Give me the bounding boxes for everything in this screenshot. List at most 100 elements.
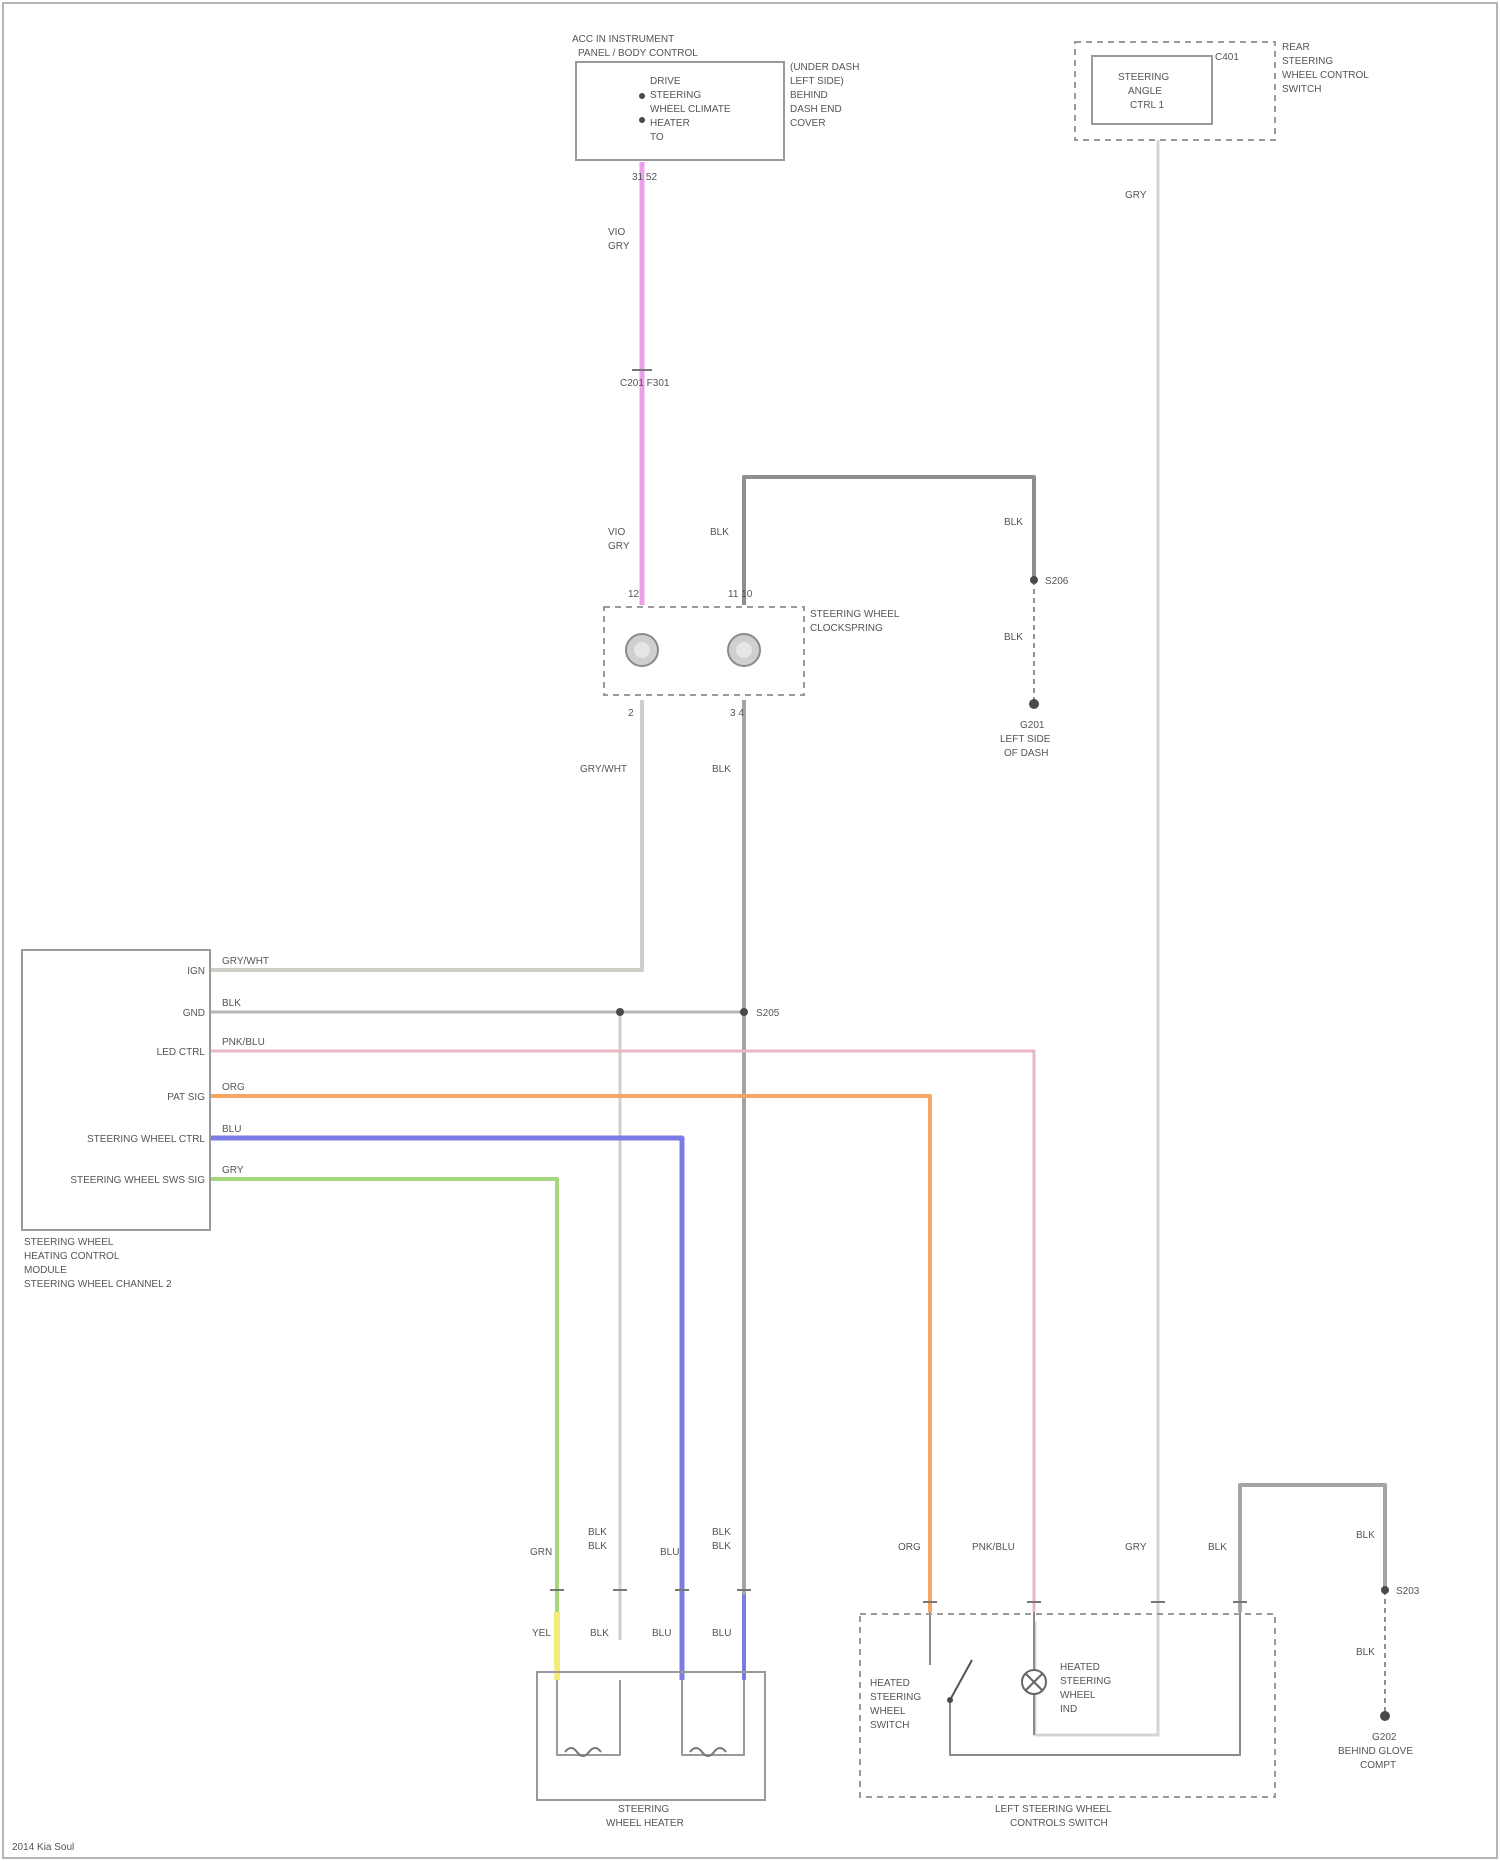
ground-g202-id: G202 bbox=[1372, 1732, 1397, 1743]
bottom-label-2: BLK bbox=[588, 1527, 607, 1538]
control-title-4: STEERING WHEEL CHANNEL 2 bbox=[24, 1279, 172, 1290]
heater-module: STEERING WHEEL HEATER bbox=[537, 1672, 765, 1829]
wires bbox=[210, 140, 1385, 1755]
splice-s206-label: S206 bbox=[1045, 576, 1069, 587]
bottom-label-6: PNK/BLU bbox=[972, 1542, 1015, 1553]
sensor-module: STEERING ANGLE CTRL 1 C401 REAR STEERING… bbox=[1075, 42, 1369, 201]
switch-pivot bbox=[947, 1697, 953, 1703]
connector-label: C201 F301 bbox=[620, 378, 670, 389]
heater-pin-3: BLU bbox=[652, 1628, 671, 1639]
switch-sw-label-4: SWITCH bbox=[870, 1720, 909, 1731]
bcm-connector-pins: 31 52 bbox=[632, 172, 657, 183]
control-pin-gnd: GND bbox=[183, 1008, 205, 1019]
sensor-inner-2: ANGLE bbox=[1128, 86, 1162, 97]
heater-pin-1: YEL bbox=[532, 1628, 551, 1639]
wire-heater-loop-2 bbox=[682, 1680, 744, 1755]
switch-sw-label-2: STEERING bbox=[870, 1692, 921, 1703]
ground-g202-desc-2: COMPT bbox=[1360, 1760, 1396, 1771]
wire-pat-sig bbox=[210, 1096, 930, 1612]
bcm-pin-2: STEERING bbox=[650, 90, 701, 101]
heater-pin-2: BLK bbox=[590, 1628, 609, 1639]
control-title-2: HEATING CONTROL bbox=[24, 1251, 120, 1262]
ground-g201-node bbox=[1029, 699, 1039, 709]
clockspring-pin-top-1: 12 bbox=[628, 589, 640, 600]
splice-s203-label: S203 bbox=[1396, 1586, 1420, 1597]
wire-right-blk bbox=[1240, 1485, 1385, 1612]
heater-title-2: WHEEL HEATER bbox=[606, 1818, 684, 1829]
ctrl-wire-label-5: BLU bbox=[222, 1124, 241, 1135]
ground-g201-desc-1: LEFT SIDE bbox=[1000, 734, 1051, 745]
wire-blk-ground bbox=[744, 477, 1034, 605]
lamp-label-1: HEATED bbox=[1060, 1662, 1100, 1673]
lamp-label-3: WHEEL bbox=[1060, 1690, 1096, 1701]
bcm-pin-4: HEATER bbox=[650, 118, 690, 129]
ground-g201: G201 LEFT SIDE OF DASH bbox=[1000, 699, 1051, 759]
bcm-title-2: PANEL / BODY CONTROL bbox=[578, 48, 698, 59]
wire-label-blk-below: BLK bbox=[712, 764, 731, 775]
ctrl-wire-label-2: BLK bbox=[222, 998, 241, 1009]
splice-s205 bbox=[740, 1008, 748, 1016]
wire-heater-loop-1 bbox=[557, 1680, 620, 1755]
lamp-label-2: STEERING bbox=[1060, 1676, 1111, 1687]
sensor-side-2: STEERING bbox=[1282, 56, 1333, 67]
bcm-pin-1: DRIVE bbox=[650, 76, 681, 87]
wire-label-pink-mid-2: GRY bbox=[608, 541, 630, 552]
bottom-label-7: GRY bbox=[1125, 1542, 1147, 1553]
wire-sws-sig bbox=[210, 1179, 557, 1612]
wire-gry-wht-top bbox=[210, 700, 642, 970]
wire-label-pink-mid-1: VIO bbox=[608, 527, 625, 538]
sensor-wire-label: GRY bbox=[1125, 190, 1147, 201]
wire-sensor-gry bbox=[1035, 140, 1158, 1735]
splice-s206 bbox=[1030, 576, 1038, 584]
clockspring-pin-bottom-1: 2 bbox=[628, 708, 634, 719]
control-pin-ign: IGN bbox=[187, 966, 205, 977]
clockspring-coil-1-inner bbox=[634, 642, 650, 658]
switch-title-1: LEFT STEERING WHEEL bbox=[995, 1804, 1112, 1815]
clockspring-pin-top-2: 11 10 bbox=[728, 589, 753, 600]
lamp-label-4: IND bbox=[1060, 1704, 1077, 1715]
wire-steering-ctrl bbox=[210, 1138, 682, 1680]
bcm-pin-3: WHEEL CLIMATE bbox=[650, 104, 731, 115]
bottom-label-8: BLK bbox=[1208, 1542, 1227, 1553]
bcm-pin-5: TO bbox=[650, 132, 664, 143]
ground-g201-desc-2: OF DASH bbox=[1004, 748, 1048, 759]
wire-label-pink-top-2: GRY bbox=[608, 241, 630, 252]
bcm-note-2: LEFT SIDE) bbox=[790, 76, 844, 87]
bcm-module: ACC IN INSTRUMENT PANEL / BODY CONTROL D… bbox=[572, 34, 859, 183]
clockspring-module: STEERING WHEEL CLOCKSPRING 12 11 10 2 3 … bbox=[604, 589, 900, 719]
control-pin-sws: STEERING WHEEL SWS SIG bbox=[70, 1175, 205, 1186]
control-pin-led: LED CTRL bbox=[157, 1047, 206, 1058]
switch-contact bbox=[950, 1660, 972, 1700]
bcm-note-5: COVER bbox=[790, 118, 826, 129]
heater-pin-4: BLU bbox=[712, 1628, 731, 1639]
bcm-node-1 bbox=[639, 93, 645, 99]
splice-s205-label: S205 bbox=[756, 1008, 780, 1019]
right-blk-label-2: BLK bbox=[1356, 1647, 1375, 1658]
right-blk-label-1: BLK bbox=[1356, 1530, 1375, 1541]
bottom-label-4: BLK bbox=[712, 1527, 731, 1538]
ground-g202-desc-1: BEHIND GLOVE bbox=[1338, 1746, 1413, 1757]
bottom2-label-1: BLK bbox=[588, 1541, 607, 1552]
bottom-label-5: ORG bbox=[898, 1542, 921, 1553]
wire-label-blk-right: BLK bbox=[1004, 517, 1023, 528]
wire-led-ctrl bbox=[210, 1051, 1034, 1612]
ctrl-wire-label-6: GRY bbox=[222, 1165, 244, 1176]
wire-label-gry-wht: GRY/WHT bbox=[580, 764, 627, 775]
bcm-note-3: BEHIND bbox=[790, 90, 828, 101]
ground-g202: G202 BEHIND GLOVE COMPT bbox=[1338, 1711, 1413, 1771]
control-pin-ctrl: STEERING WHEEL CTRL bbox=[87, 1134, 205, 1145]
wire-label-blk-gnd: BLK bbox=[1004, 632, 1023, 643]
wire-label-pink-top-1: VIO bbox=[608, 227, 625, 238]
control-title-3: MODULE bbox=[24, 1265, 67, 1276]
clockspring-coil-2-inner bbox=[736, 642, 752, 658]
splice-s203-right bbox=[1381, 1586, 1389, 1594]
bcm-note-1: (UNDER DASH bbox=[790, 62, 859, 73]
sensor-side-1: REAR bbox=[1282, 42, 1310, 53]
bottom-label-1: GRN bbox=[530, 1547, 552, 1558]
heater-title-1: STEERING bbox=[618, 1804, 669, 1815]
bcm-node-2 bbox=[639, 117, 645, 123]
clockspring-pin-bottom-2: 3 4 bbox=[730, 708, 744, 719]
control-pin-pat: PAT SIG bbox=[167, 1092, 205, 1103]
bcm-note-4: DASH END bbox=[790, 104, 842, 115]
